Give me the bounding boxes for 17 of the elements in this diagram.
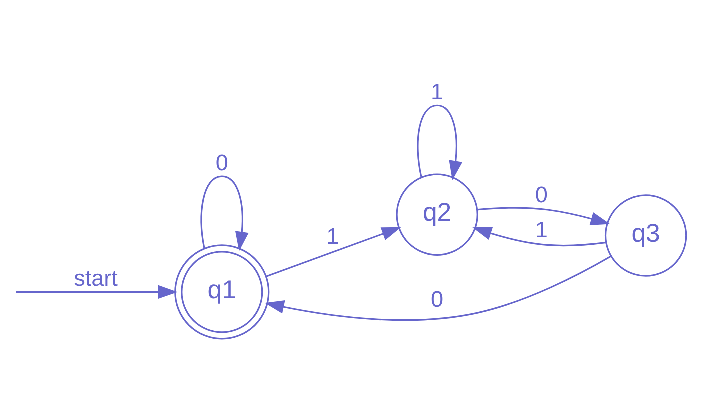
arrow [472,226,606,246]
node-circle: q1 [174,244,270,340]
arrow [417,104,463,180]
node-circle: q3 [604,194,688,276]
edge-label: 1 [431,79,444,104]
edge-label: 0 [431,286,444,312]
edge-label: 0 [216,150,228,175]
edge-label: 1 [326,224,340,249]
arrow [16,284,178,298]
arrow [266,226,402,277]
arrow [200,175,249,251]
arrow [476,206,610,225]
edge-label: 0 [535,182,548,207]
edge-label: 1 [535,217,548,242]
arrow [264,255,612,321]
edge-label: start [74,266,118,291]
node-circle: q2 [396,173,478,256]
